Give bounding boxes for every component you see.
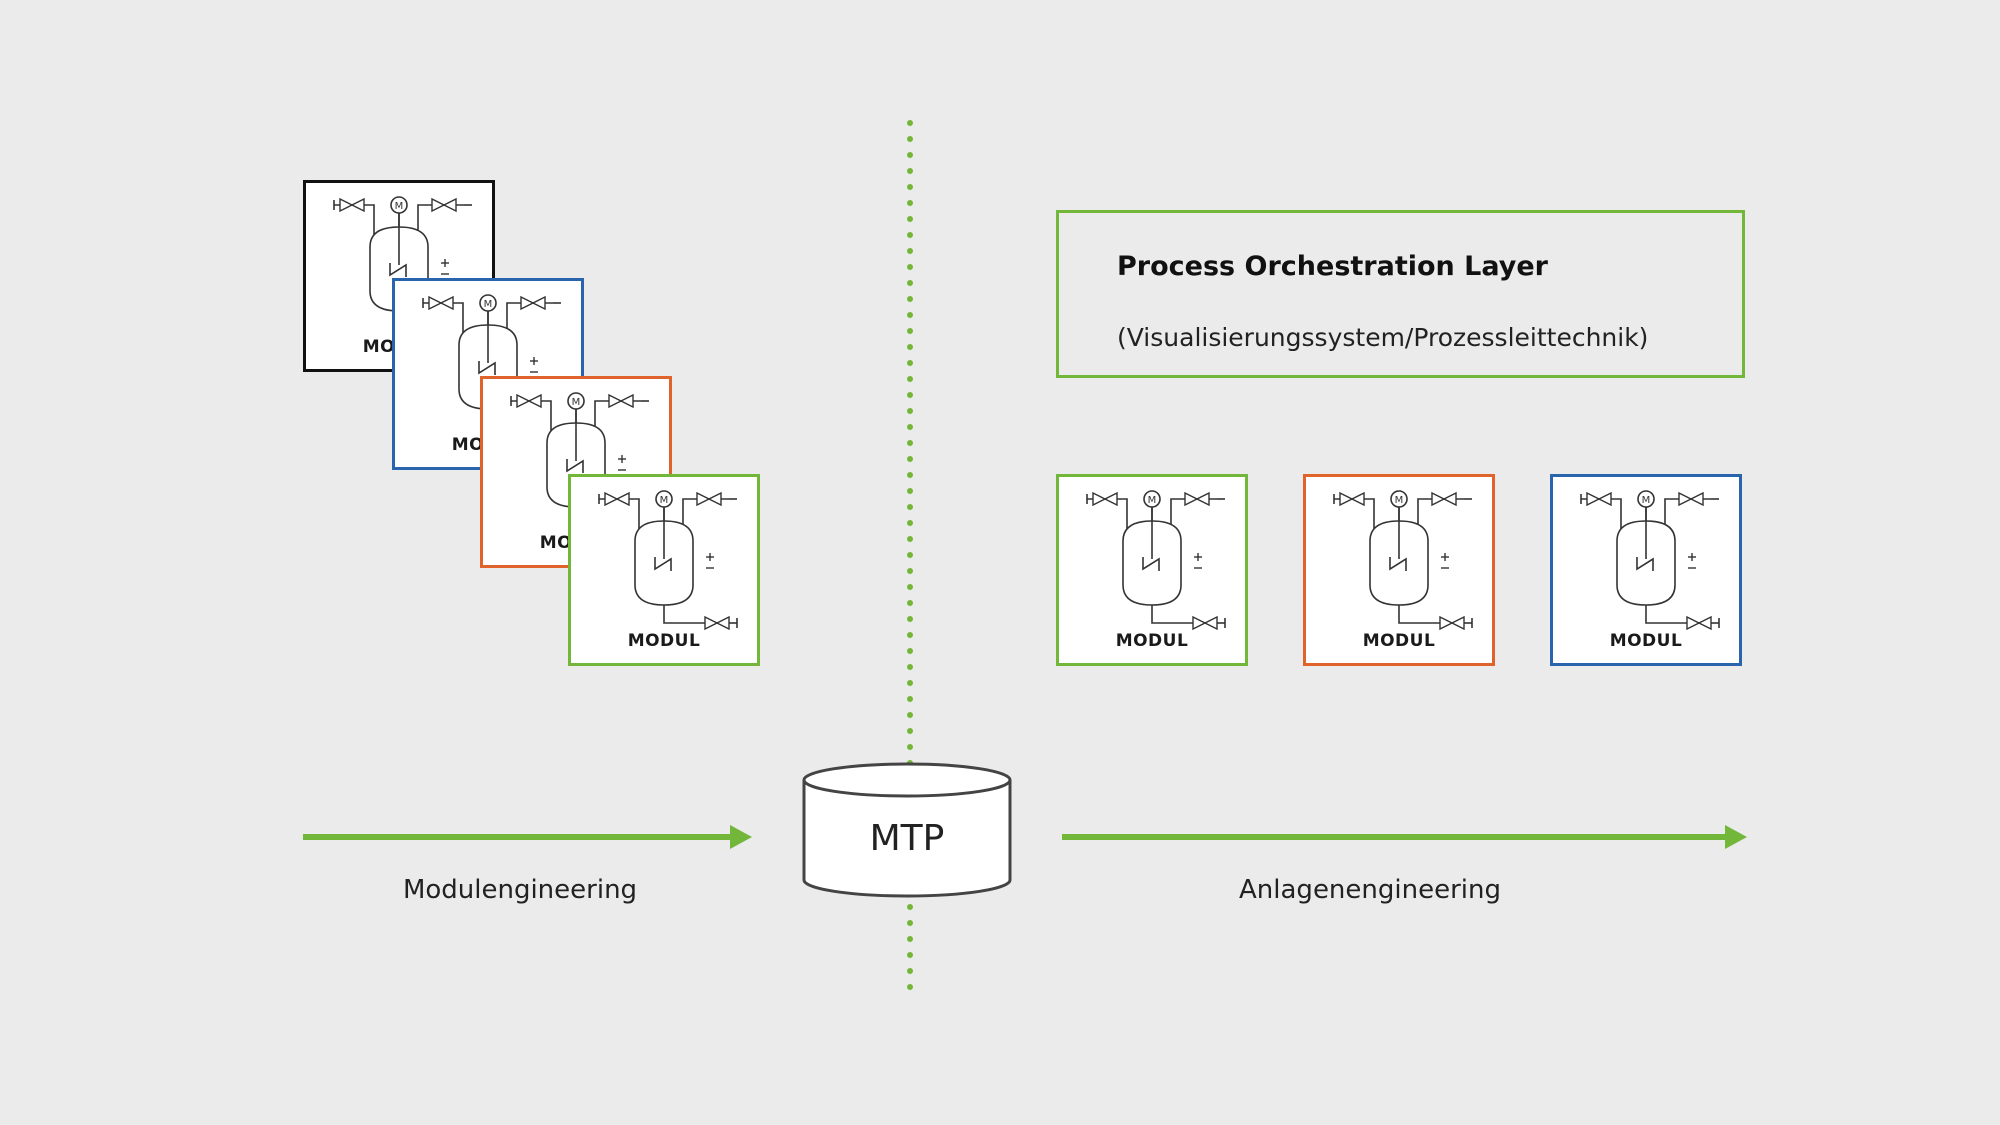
heat-exchanger-icon (478, 361, 496, 375)
anlagenengineering-label: Anlagenengineering (1239, 875, 1501, 905)
arrow-right-icon (303, 825, 752, 849)
valve-icon (1192, 615, 1218, 631)
valve-icon (1184, 491, 1210, 507)
motor-letter: M (1148, 495, 1157, 506)
valve-icon (704, 615, 730, 631)
pol-title: Process Orchestration Layer (1117, 251, 1548, 282)
heat-exchanger-icon (654, 557, 672, 571)
valve-icon (1686, 615, 1712, 631)
heat-exchanger-icon (1142, 557, 1160, 571)
motor-letter: M (1642, 495, 1651, 506)
module-label: MODUL (1115, 631, 1189, 651)
tank-diagram-icon: M (1333, 490, 1473, 631)
motor-letter: M (395, 201, 404, 212)
valve-icon (604, 491, 630, 507)
valve-icon (431, 197, 457, 213)
valve-icon (608, 393, 634, 409)
valve-icon (520, 295, 546, 311)
heat-exchanger-icon (566, 459, 584, 473)
pol-subtitle: (Visualisierungssystem/Prozessleittechni… (1117, 323, 1649, 352)
mtp-label: MTP (869, 818, 945, 859)
valve-icon (1339, 491, 1365, 507)
valve-icon (1439, 615, 1465, 631)
valve-icon (1678, 491, 1704, 507)
tank-diagram-icon: M (1580, 490, 1720, 631)
heat-exchanger-icon (1389, 557, 1407, 571)
heat-exchanger-icon (389, 263, 407, 277)
motor-letter: M (484, 299, 493, 310)
tank-diagram-icon: M (1086, 490, 1226, 631)
heat-exchanger-icon (1636, 557, 1654, 571)
mtp-database-icon (802, 762, 1012, 898)
tank-diagram-icon: M (598, 490, 738, 631)
module-card-blue: M MODUL (1550, 474, 1742, 666)
valve-icon (696, 491, 722, 507)
modulengineering-label: Modulengineering (402, 875, 638, 905)
valve-icon (428, 295, 454, 311)
arrow-right-icon (1062, 825, 1747, 849)
module-card-green: M MODUL (1056, 474, 1248, 666)
process-orchestration-layer-box: Process Orchestration Layer (Visualisier… (1056, 210, 1745, 378)
module-card-green: M MODUL (568, 474, 760, 666)
module-card-orange: M MODUL (1303, 474, 1495, 666)
valve-icon (339, 197, 365, 213)
motor-letter: M (1395, 495, 1404, 506)
module-label: MODUL (1362, 631, 1436, 651)
motor-letter: M (660, 495, 669, 506)
motor-letter: M (572, 397, 581, 408)
valve-icon (1092, 491, 1118, 507)
valve-icon (1431, 491, 1457, 507)
module-label: MODUL (1609, 631, 1683, 651)
valve-icon (1586, 491, 1612, 507)
module-label: MODUL (627, 631, 701, 651)
valve-icon (516, 393, 542, 409)
